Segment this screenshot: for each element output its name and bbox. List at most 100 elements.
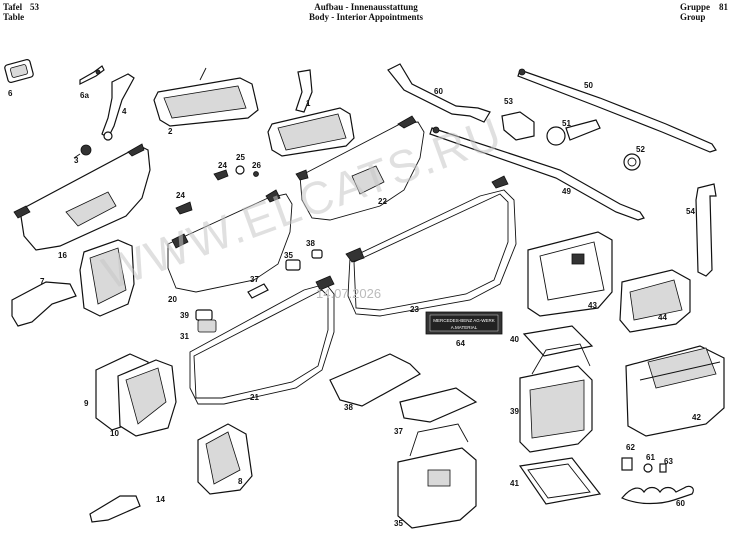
callout-7: 7	[40, 277, 45, 286]
table-label-de: Tafel	[3, 2, 23, 12]
callout-42: 42	[692, 413, 701, 422]
part-42-case[interactable]	[625, 345, 725, 437]
callout-1: 1	[306, 99, 311, 108]
part-51-ring[interactable]	[623, 153, 641, 171]
callout-2: 2	[168, 127, 173, 136]
callout-53: 54	[686, 207, 695, 216]
part-14-triangle-trim[interactable]	[89, 495, 141, 523]
callout-8: 8	[238, 477, 243, 486]
callouts: 6 6a 4 2 1 3 16 24 25 26 24 22 7 20 38 3…	[8, 81, 701, 528]
callout-21: 21	[250, 393, 259, 402]
part-24-clip-top[interactable]	[213, 169, 229, 181]
part-25-knob[interactable]	[235, 165, 245, 175]
part-16-sun-visor[interactable]	[13, 143, 151, 251]
page-title: Aufbau - Innenausstattung Body - Interio…	[0, 2, 732, 22]
part-29-bulb[interactable]	[247, 283, 269, 299]
callout-24-left: 24	[176, 191, 185, 200]
part-37-pad[interactable]	[399, 387, 478, 423]
callout-31: 39	[180, 311, 189, 320]
part-53-strap[interactable]	[695, 183, 717, 277]
part-10-mirror-glass[interactable]	[117, 359, 177, 437]
part-35-bag[interactable]	[397, 423, 477, 529]
callout-30: 38	[306, 239, 315, 248]
part-4-bracket[interactable]	[101, 73, 135, 141]
part-62-clip[interactable]	[621, 457, 633, 471]
plate-line-2: A.MATERIAL	[451, 325, 478, 330]
part-54-grab-handle[interactable]	[387, 63, 491, 123]
part-28-socket[interactable]	[285, 259, 301, 271]
part-48-rod[interactable]	[429, 126, 645, 221]
callout-48: 49	[562, 187, 571, 196]
callout-51: 52	[636, 145, 645, 154]
table-label: Tafel Table	[3, 2, 24, 22]
part-39-tool-bag[interactable]	[519, 343, 593, 453]
part-23-large-visor-frame[interactable]	[345, 175, 517, 317]
callout-37: 37	[394, 427, 403, 436]
part-7-side-mirror-arm[interactable]	[11, 239, 135, 327]
callout-29: 37	[250, 275, 259, 284]
callout-20: 20	[168, 295, 177, 304]
group-label-de: Gruppe	[679, 2, 710, 12]
callout-14: 14	[156, 495, 165, 504]
part-27-block[interactable]	[197, 319, 217, 333]
group-number: 81	[719, 2, 728, 12]
stamp-date: 14.07.2026	[316, 286, 381, 301]
part-24-clip-left[interactable]	[175, 201, 193, 215]
callout-23: 23	[410, 305, 419, 314]
part-30-cap[interactable]	[311, 249, 323, 259]
callout-38: 38	[344, 403, 353, 412]
callout-35: 35	[394, 519, 403, 528]
callout-28: 35	[284, 251, 293, 260]
part-61-ring[interactable]	[643, 463, 653, 473]
page-title-de: Aufbau - Innenausstattung	[314, 2, 418, 12]
part-50-button[interactable]	[546, 119, 601, 146]
callout-4: 4	[122, 107, 127, 116]
group-label-en: Group	[679, 12, 706, 22]
callout-44: 44	[658, 313, 667, 322]
part-63-pin[interactable]	[659, 463, 667, 473]
table-label-en: Table	[3, 12, 25, 22]
plate-line-1: MERCEDES-BENZ AG-WERK	[433, 318, 495, 323]
part-49-rod[interactable]	[517, 68, 717, 153]
callout-3: 3	[74, 156, 79, 165]
part-52-cover[interactable]	[501, 111, 535, 141]
part-40-lid[interactable]	[522, 325, 594, 357]
callout-49: 50	[584, 81, 593, 90]
callout-62: 62	[626, 443, 635, 452]
part-44-cover[interactable]	[619, 269, 691, 333]
part-41-tray[interactable]	[518, 457, 602, 505]
callout-43: 43	[588, 301, 597, 310]
part-21-large-visor-frame[interactable]	[189, 275, 335, 405]
part-2-rearview-mirror[interactable]	[153, 67, 259, 127]
part-3-screw[interactable]	[73, 144, 92, 159]
callout-61: 61	[646, 453, 655, 462]
part-6-small-mirror[interactable]	[4, 59, 34, 83]
part-60-emblem[interactable]	[621, 485, 694, 505]
part-20-visor-frame[interactable]	[167, 189, 293, 293]
part-31-block[interactable]	[195, 309, 213, 321]
part-6a-clip[interactable]	[79, 65, 105, 85]
callout-40: 40	[510, 335, 519, 344]
callout-6a: 6a	[80, 91, 89, 100]
part-8-mirror[interactable]	[197, 423, 253, 495]
callout-52: 53	[504, 97, 513, 106]
callout-16: 16	[58, 251, 67, 260]
callout-50: 51	[562, 119, 571, 128]
callout-26: 26	[252, 161, 261, 170]
part-43-box[interactable]	[527, 231, 613, 317]
callout-41: 41	[510, 479, 519, 488]
callout-22: 22	[378, 197, 387, 206]
callout-6: 6	[8, 89, 13, 98]
part-22-sun-visor-vanity[interactable]	[295, 115, 425, 221]
part-38-pad[interactable]	[329, 353, 421, 407]
part-26-pin[interactable]	[253, 171, 259, 177]
callout-27: 31	[180, 332, 189, 341]
callout-9: 9	[84, 399, 89, 408]
part-1-rearview-mirror-mount[interactable]	[267, 69, 355, 157]
callout-54: 60	[434, 87, 443, 96]
part-64-plate[interactable]: MERCEDES-BENZ AG-WERK A.MATERIAL	[425, 311, 503, 335]
table-number: 53	[30, 2, 39, 12]
callout-60: 60	[676, 499, 685, 508]
group-label: Gruppe Group	[680, 2, 710, 22]
